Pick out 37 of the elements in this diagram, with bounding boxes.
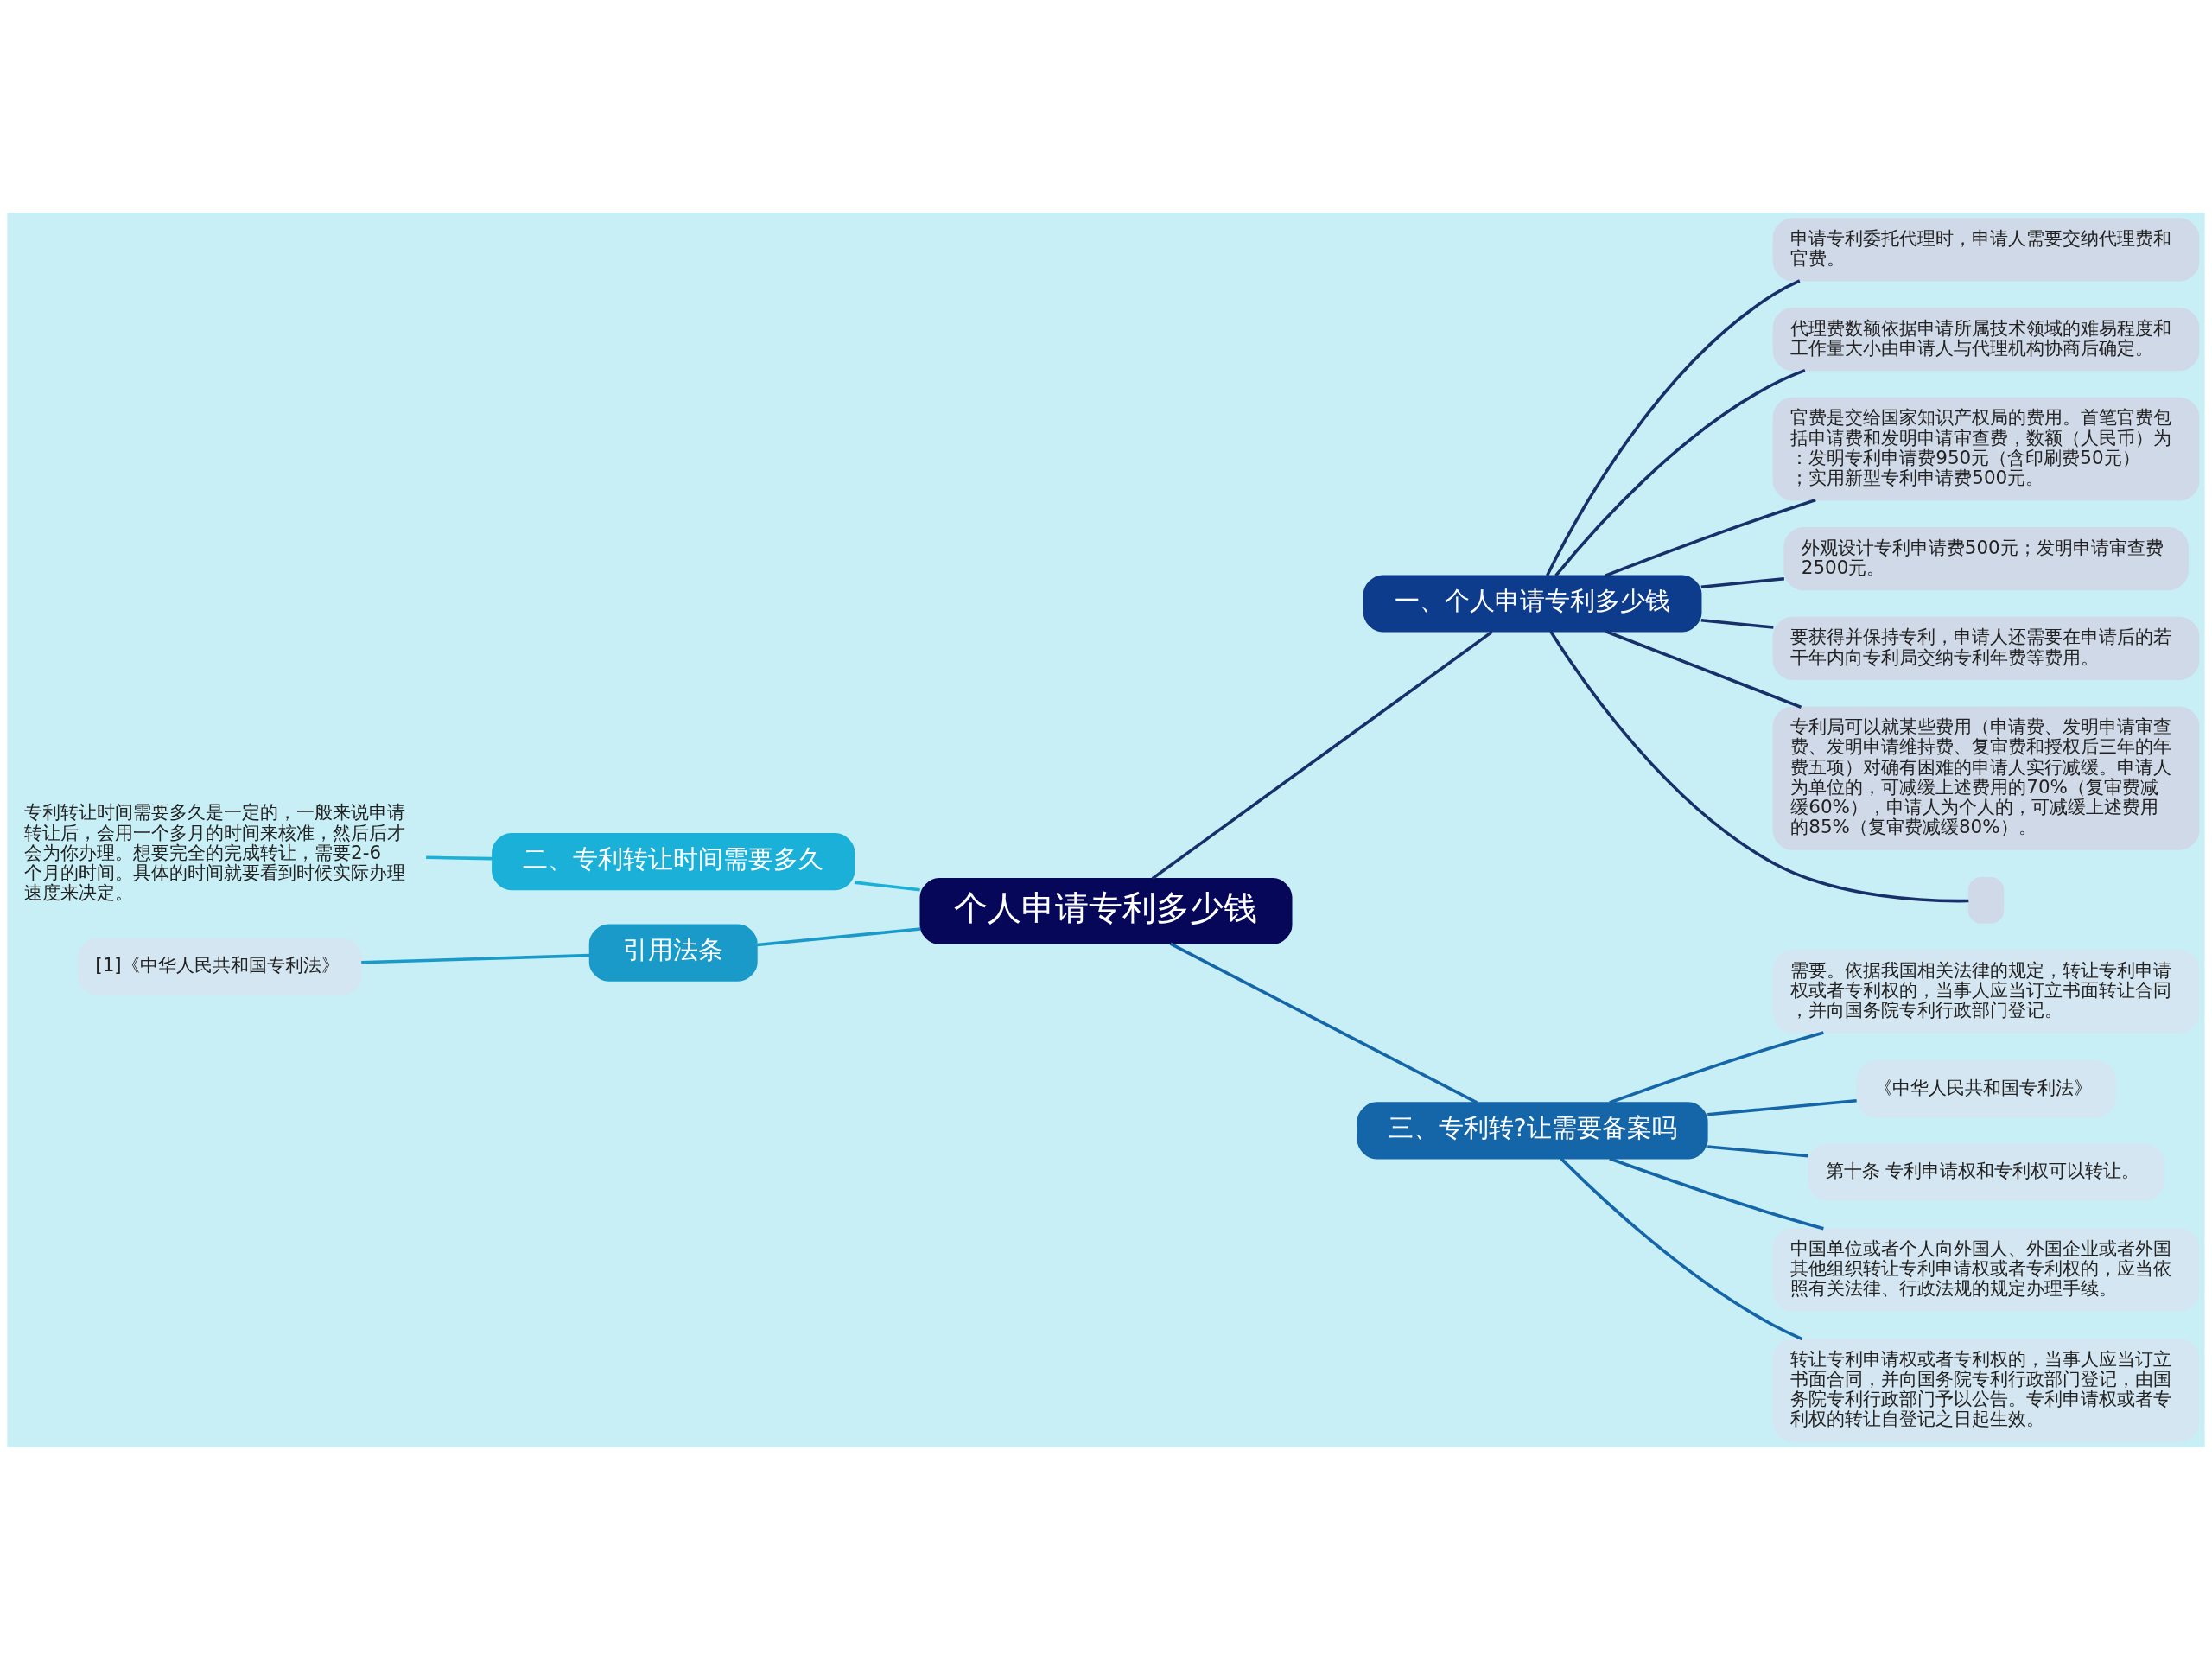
node-box: 《中华人民共和国专利法》 — [1856, 1060, 2116, 1118]
node-box: 要获得并保持专利，申请人还需要在申请后的若干年内向专利局交纳专利年费等费用。 — [1772, 616, 2200, 680]
connector — [1707, 1145, 1808, 1158]
node-box: [1]《中华人民共和国专利法》 — [77, 938, 362, 995]
connector — [1545, 279, 1801, 576]
node-box: 转让专利申请权或者专利权的，当事人应当订立书面合同，并向国务院专利行政部门登记，由国务院专利行政部门予以公告。专利申请权或者专利权的转让自登记之日起生效。 — [1772, 1338, 2200, 1442]
connector — [1560, 1157, 1803, 1341]
connector — [1707, 1099, 1857, 1116]
node-box: 申请专利委托代理时，申请人需要交纳代理费和官费。 — [1772, 218, 2200, 282]
connector — [1609, 1031, 1824, 1104]
node-box: 三、专利转?让需要备案吗 — [1357, 1102, 1708, 1160]
connector — [361, 953, 590, 964]
node-box: 个人申请专利多少钱 — [919, 877, 1293, 944]
node-box: 二、专利转让时间需要多久 — [492, 833, 855, 891]
connector — [1605, 498, 1816, 577]
connector — [1609, 1157, 1824, 1231]
node-box: 代理费数额依据申请所属技术领域的难易程度和工作量大小由申请人与代理机构协商后确定。 — [1772, 308, 2200, 372]
connector — [1605, 630, 1802, 709]
connector — [1549, 630, 1969, 903]
node-box: 专利局可以就某些费用（申请费、发明申请审查费、发明申请维持费、复审费和授权后三年的年费五项）对确有困难的申请人实行减缓。申请人为单位的，可减缓上述费用的70%（复审费减缓60%），申请人为个人的，可减缓上述费用的85%（复审费减缓80%）。 — [1772, 706, 2200, 850]
connector — [1700, 576, 1785, 589]
connector — [854, 881, 920, 892]
node-box: 一、个人申请专利多少钱 — [1363, 575, 1702, 633]
connector — [1554, 368, 1806, 577]
node-box: 需要。依据我国相关法律的规定，转让专利申请权或者专利权的，当事人应当订立书面转让合同，并向国务院专利行政部门登记。 — [1772, 950, 2200, 1034]
node-box: 外观设计专利申请费500元；发明申请审查费2500元。 — [1783, 526, 2189, 591]
node-box: 中国单位或者个人向外国人、外国企业或者外国其他组织转让专利申请权或者专利权的，应当依照有关法律、行政法规的规定办理手续。 — [1772, 1228, 2200, 1312]
connector — [1700, 618, 1774, 629]
node-box: 引用法条 — [588, 924, 758, 982]
connector — [1169, 942, 1478, 1104]
node-box — [1967, 877, 2005, 924]
connector — [1151, 630, 1493, 881]
node-box: 第十条 专利申请权和专利权可以转让。 — [1807, 1143, 2165, 1201]
node-text: 专利转让时间需要多久是一定的，一般来说申请转让后，会用一个多月的时间来核准，然后后才会为你办理。想要完全的完成转让，需要2-6个月的时间。具体的时间就要看到时候实际办理速度来决定。 — [24, 801, 406, 904]
node-box: 官费是交给国家知识产权局的费用。首笔官费包括申请费和发明申请审查费，数额（人民币）为：发明专利申请费950元（含印刷费50元）；实用新型专利申请费500元。 — [1772, 397, 2200, 501]
connector — [757, 927, 921, 947]
connector — [426, 855, 493, 861]
